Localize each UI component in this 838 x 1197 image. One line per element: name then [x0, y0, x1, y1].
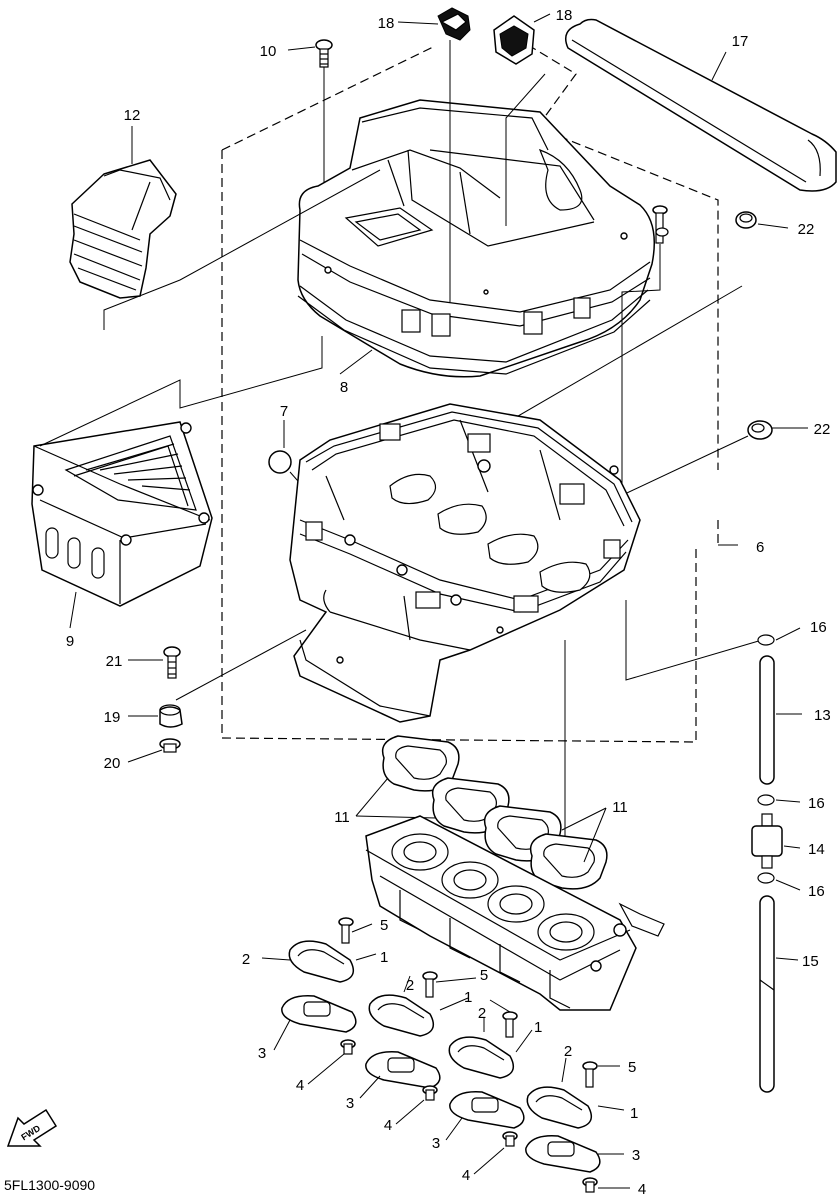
part-16-clamp-bottom — [757, 872, 801, 891]
part-21-bolt — [128, 629, 307, 701]
callout-2: 2 — [242, 951, 250, 968]
part-6-airbox-base — [289, 403, 763, 850]
callout-13: 13 — [814, 707, 831, 724]
fwd-arrow-icon: FWD — [6, 1108, 58, 1147]
callout-2: 2 — [564, 1043, 572, 1060]
drawing-code: 5FL1300-9090 — [4, 1177, 95, 1193]
callout-20: 20 — [104, 755, 121, 772]
part-11-gasket-1 — [381, 735, 460, 792]
callout-1: 1 — [534, 1019, 542, 1036]
callout-3: 3 — [632, 1147, 640, 1164]
part-12-intake-boot — [69, 126, 177, 299]
callout-19: 19 — [104, 709, 121, 726]
callout-4: 4 — [638, 1181, 646, 1197]
part-19-grommet — [128, 704, 183, 728]
callout-5: 5 — [380, 917, 388, 934]
callout-12: 12 — [124, 107, 141, 124]
callout-3: 3 — [346, 1095, 354, 1112]
callout-10: 10 — [260, 43, 277, 60]
callout-4: 4 — [462, 1167, 470, 1184]
part-16-clamp-top — [757, 627, 801, 646]
callout-8: 8 — [340, 379, 348, 396]
joint-set-b — [359, 971, 477, 1125]
assembly-boundary — [221, 44, 719, 743]
callout-22: 22 — [814, 421, 831, 438]
joint-set-c — [445, 999, 533, 1175]
callout-1: 1 — [380, 949, 388, 966]
part-18-clip-left — [397, 7, 471, 41]
case-screw-and-washer — [621, 205, 669, 520]
callout-5: 5 — [480, 967, 488, 984]
callout-17: 17 — [732, 33, 749, 50]
part-8-air-cleaner-case — [103, 40, 655, 378]
joint-set-d — [525, 1057, 630, 1193]
callout-1: 1 — [464, 989, 472, 1006]
part-16-clamp-middle — [757, 794, 801, 806]
callout-9: 9 — [66, 633, 74, 650]
callout-16: 16 — [810, 619, 827, 636]
callout-22: 22 — [798, 221, 815, 238]
part-13-hose — [759, 655, 802, 785]
part-20-collar — [127, 738, 181, 763]
callout-18: 18 — [556, 7, 573, 24]
callout-11: 11 — [612, 799, 628, 816]
part-22-grommet-lower — [611, 420, 808, 501]
joint-set-a — [261, 917, 377, 1085]
callout-labels: 1 1 1 1 2 2 2 2 3 3 3 3 4 4 4 4 5 5 5 6 … — [66, 7, 831, 1197]
callout-21: 21 — [106, 653, 123, 670]
part-18-clip-right — [493, 13, 551, 65]
part-9-air-filter-element — [31, 336, 323, 629]
callout-16: 16 — [808, 795, 825, 812]
callout-2: 2 — [478, 1005, 486, 1022]
throttle-body-assembly — [365, 815, 665, 1011]
callout-3: 3 — [258, 1045, 266, 1062]
callout-18: 18 — [378, 15, 395, 32]
callout-4: 4 — [296, 1077, 304, 1094]
callout-4: 4 — [384, 1117, 392, 1134]
callout-6: 6 — [756, 539, 764, 556]
callout-15: 15 — [802, 953, 819, 970]
callout-3: 3 — [432, 1135, 440, 1152]
callout-1: 1 — [630, 1105, 638, 1122]
callout-11: 11 — [334, 809, 350, 826]
part-15-hose — [759, 895, 799, 1093]
part-17-air-duct — [565, 18, 837, 192]
callout-7: 7 — [280, 403, 288, 420]
callout-5: 5 — [628, 1059, 636, 1076]
callout-14: 14 — [808, 841, 825, 858]
callout-2: 2 — [406, 977, 414, 994]
part-14-fuel-filter — [751, 813, 801, 869]
callout-16: 16 — [808, 883, 825, 900]
